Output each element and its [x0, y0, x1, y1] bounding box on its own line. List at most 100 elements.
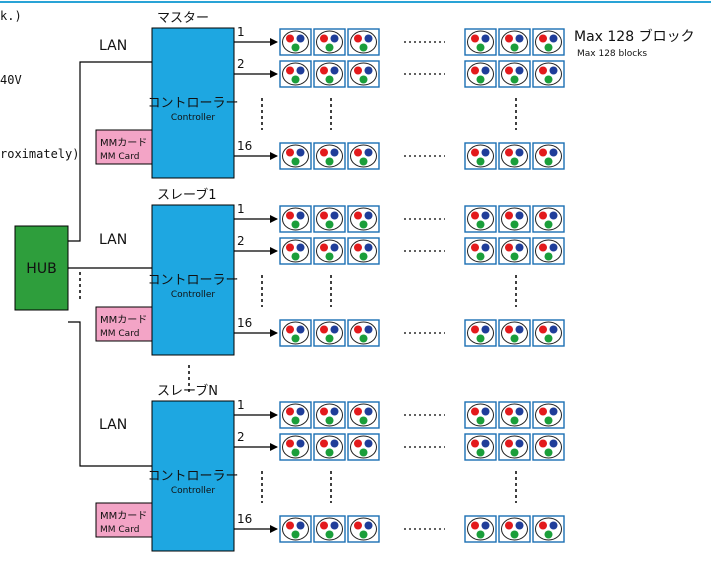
blue-led-dot — [364, 34, 373, 43]
blue-led-dot — [364, 243, 373, 252]
green-led-dot — [476, 252, 485, 261]
green-led-dot — [544, 157, 553, 166]
led-block — [279, 142, 312, 170]
red-led-dot — [286, 407, 294, 416]
red-led-dot — [505, 521, 513, 530]
mm-card-label-en: MM Card — [100, 152, 139, 162]
red-led-dot — [286, 34, 294, 43]
blue-led-dot — [549, 439, 558, 448]
green-led-dot — [359, 252, 368, 261]
led-block — [464, 60, 497, 88]
green-led-dot — [544, 75, 553, 84]
red-led-dot — [471, 34, 479, 43]
led-block — [313, 28, 346, 56]
controller-role-label: スレーブN — [157, 383, 218, 399]
led-block — [347, 237, 380, 265]
blue-led-dot — [515, 407, 524, 416]
red-led-dot — [320, 243, 328, 252]
blue-led-dot — [296, 521, 305, 530]
green-led-dot — [510, 43, 519, 52]
mm-card-box — [95, 502, 153, 538]
blue-led-dot — [296, 66, 305, 75]
red-led-dot — [320, 211, 328, 220]
green-led-dot — [325, 448, 334, 457]
hub-label: HUB — [26, 261, 56, 277]
red-led-dot — [539, 439, 547, 448]
mm-card-label-en: MM Card — [100, 525, 139, 535]
red-led-dot — [505, 34, 513, 43]
red-led-dot — [354, 148, 362, 157]
blue-led-dot — [481, 439, 490, 448]
led-block — [464, 319, 497, 347]
green-led-dot — [510, 530, 519, 539]
green-led-dot — [359, 530, 368, 539]
blue-led-dot — [481, 66, 490, 75]
red-led-dot — [286, 66, 294, 75]
lan-cable-master — [68, 61, 152, 242]
port-label-16: 16 — [237, 139, 252, 153]
led-block — [464, 515, 497, 543]
green-led-dot — [359, 220, 368, 229]
led-block — [498, 205, 531, 233]
blue-led-dot — [330, 407, 339, 416]
led-block — [347, 142, 380, 170]
green-led-dot — [476, 220, 485, 229]
controller-label-en: Controller — [171, 113, 216, 123]
blue-led-dot — [296, 407, 305, 416]
led-block — [347, 60, 380, 88]
green-led-dot — [476, 157, 485, 166]
blue-led-dot — [549, 325, 558, 334]
blue-led-dot — [364, 66, 373, 75]
header-fragment-2: 40V — [0, 73, 22, 87]
led-block — [313, 142, 346, 170]
red-led-dot — [539, 148, 547, 157]
green-led-dot — [510, 75, 519, 84]
green-led-dot — [476, 334, 485, 343]
lan-cable-slaveN — [68, 321, 152, 467]
green-led-dot — [476, 43, 485, 52]
led-block — [279, 28, 312, 56]
blue-led-dot — [296, 439, 305, 448]
red-led-dot — [320, 439, 328, 448]
controller-role-label: スレーブ1 — [157, 187, 217, 203]
controller-label-ja: コントローラー — [147, 96, 238, 111]
led-block — [347, 205, 380, 233]
green-led-dot — [291, 334, 300, 343]
red-led-dot — [320, 34, 328, 43]
led-block — [313, 237, 346, 265]
green-led-dot — [325, 75, 334, 84]
green-led-dot — [291, 220, 300, 229]
led-block — [313, 60, 346, 88]
led-block — [498, 142, 531, 170]
led-block — [498, 319, 531, 347]
blue-led-dot — [515, 148, 524, 157]
led-block — [532, 433, 565, 461]
blue-led-dot — [330, 325, 339, 334]
mm-card-label-ja: MMカード — [100, 137, 147, 149]
green-led-dot — [476, 416, 485, 425]
mm-card-label-ja: MMカード — [100, 510, 147, 522]
red-led-dot — [539, 407, 547, 416]
red-led-dot — [471, 211, 479, 220]
green-led-dot — [325, 220, 334, 229]
green-led-dot — [359, 334, 368, 343]
controller-label-ja: コントローラー — [147, 469, 238, 484]
blue-led-dot — [330, 211, 339, 220]
led-block — [464, 237, 497, 265]
led-block — [498, 28, 531, 56]
led-block — [279, 60, 312, 88]
red-led-dot — [286, 521, 294, 530]
led-block — [532, 205, 565, 233]
green-led-dot — [544, 416, 553, 425]
red-led-dot — [354, 521, 362, 530]
blue-led-dot — [515, 66, 524, 75]
green-led-dot — [359, 75, 368, 84]
green-led-dot — [325, 43, 334, 52]
red-led-dot — [539, 521, 547, 530]
led-block — [279, 515, 312, 543]
led-block — [498, 237, 531, 265]
controller-label-ja: コントローラー — [147, 273, 238, 288]
